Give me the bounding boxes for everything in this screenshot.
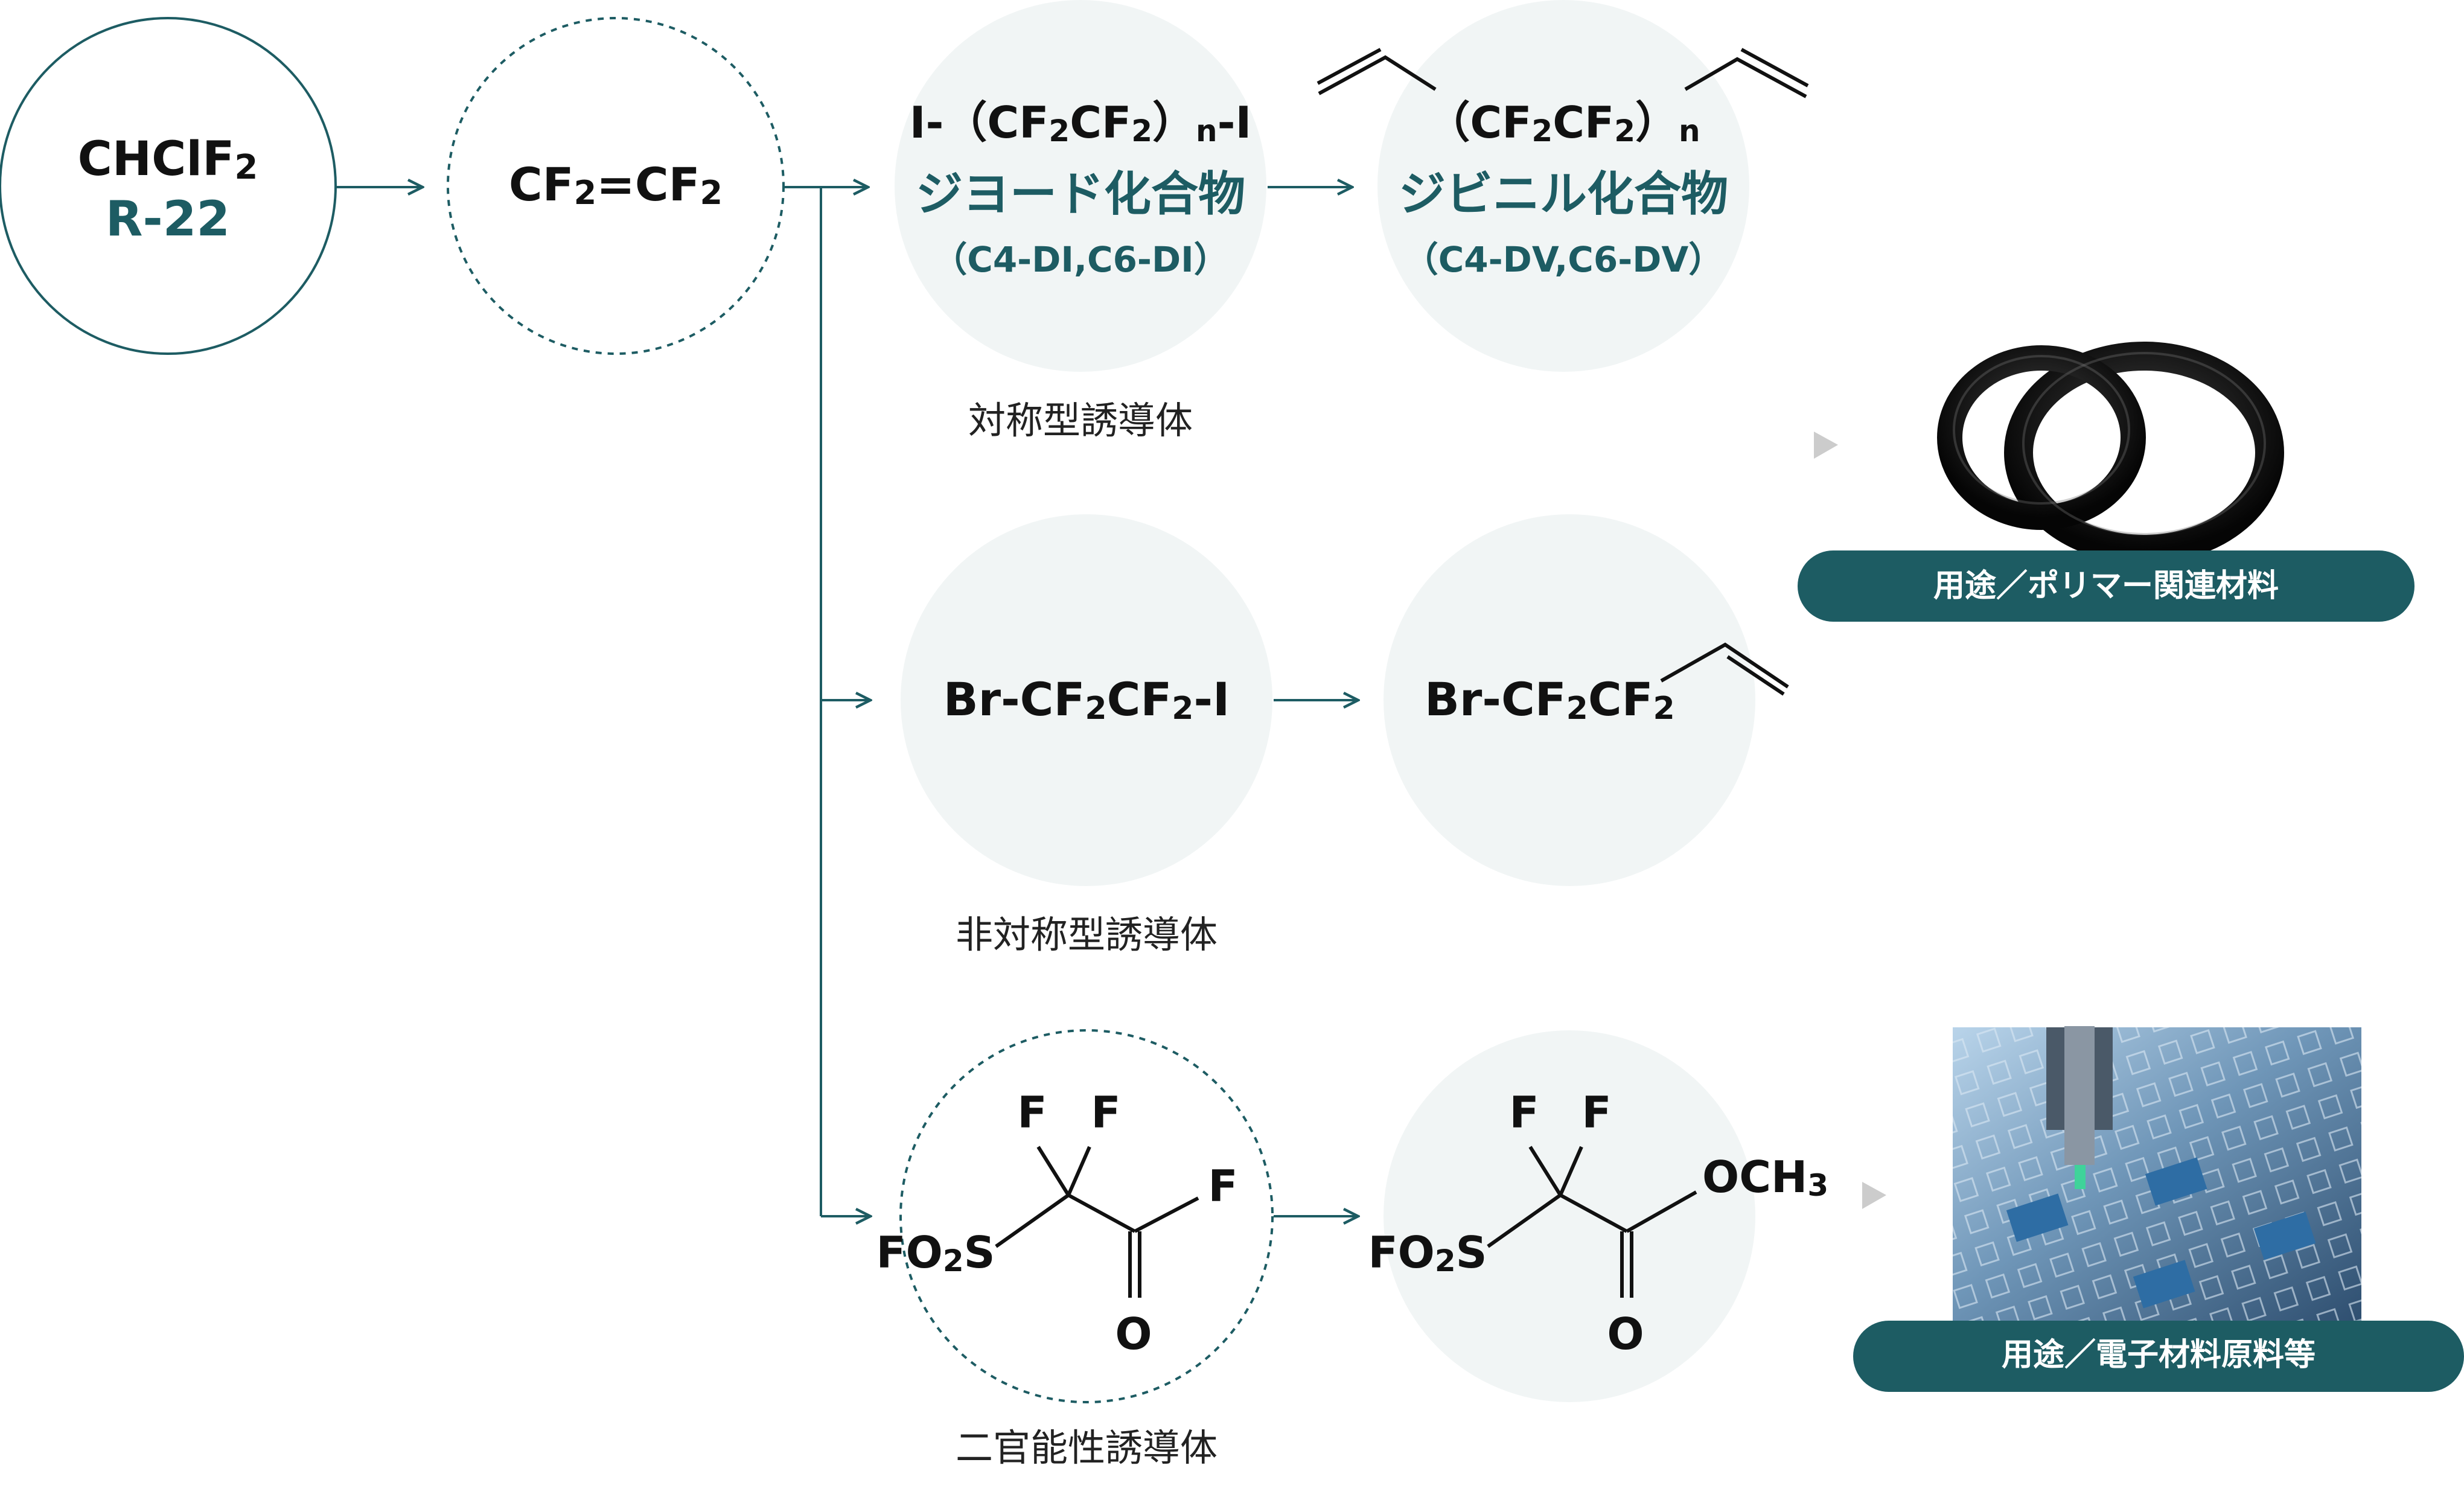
pointer-triangle-electronic bbox=[1862, 1182, 1886, 1209]
pointer-triangle-polymer bbox=[1814, 432, 1838, 459]
badge-polymer-label: 用途／ポリマー関連材料 bbox=[1933, 568, 2279, 604]
badge-polymer bbox=[1798, 550, 2415, 622]
divinyl-formula: （CF2CF2）n bbox=[1426, 97, 1700, 148]
divinyl-codes: （C4-DV,C6-DV） bbox=[1403, 239, 1724, 280]
svg-text:F: F bbox=[1017, 1087, 1047, 1138]
acyl-fluoride-structure: F F F FO2S O bbox=[876, 1087, 1237, 1359]
bromovinyl-circle bbox=[1384, 514, 1755, 886]
caption-bifunctional: 二官能性誘導体 bbox=[956, 1426, 1218, 1470]
diiodo-codes: （C4-DI,C6-DI） bbox=[932, 239, 1228, 280]
svg-text:OCH3: OCH3 bbox=[1702, 1152, 1828, 1203]
bromoiodo-circle bbox=[901, 514, 1272, 886]
divinyl-right-vinyl bbox=[1684, 48, 1809, 98]
svg-text:FO2S: FO2S bbox=[1368, 1227, 1487, 1278]
diiodo-circle bbox=[895, 0, 1266, 372]
acyl-fluoride-circle bbox=[899, 1029, 1274, 1403]
bromovinyl-vinyl bbox=[1660, 642, 1789, 696]
svg-text:O: O bbox=[1115, 1309, 1152, 1359]
divinyl-left-vinyl bbox=[1317, 48, 1437, 95]
diiodo-formula: I-（CF2CF2）n-I bbox=[910, 97, 1252, 148]
svg-text:F: F bbox=[1091, 1087, 1120, 1138]
bromovinyl-formula: Br-CF2CF2 bbox=[1425, 672, 1675, 727]
badge-electronic-label: 用途／電子材料原料等 bbox=[2002, 1337, 2316, 1373]
badge-electronic bbox=[1853, 1321, 2464, 1392]
tfe-formula: CF2=CF2 bbox=[509, 158, 723, 212]
svg-text:F: F bbox=[1581, 1087, 1611, 1138]
semiconductor-photo bbox=[1953, 1026, 2361, 1329]
svg-text:FO2S: FO2S bbox=[876, 1227, 995, 1278]
o-ring-photo bbox=[1937, 342, 2284, 564]
ester-circle bbox=[1384, 1030, 1755, 1402]
bromoiodo-formula: Br-CF2CF2-I bbox=[943, 672, 1230, 727]
ester-structure: F F OCH3 FO2S O bbox=[1368, 1087, 1828, 1359]
svg-text:F: F bbox=[1208, 1161, 1237, 1211]
r22-formula: CHClF2 bbox=[78, 132, 258, 187]
caption-asymmetric: 非対称型誘導体 bbox=[956, 913, 1218, 957]
caption-symmetric: 対称型誘導体 bbox=[968, 398, 1193, 442]
svg-text:O: O bbox=[1607, 1309, 1644, 1359]
divinyl-circle bbox=[1377, 0, 1749, 372]
diiodo-name: ジヨード化合物 bbox=[916, 167, 1245, 222]
r22-code: R-22 bbox=[106, 191, 230, 247]
svg-text:F: F bbox=[1509, 1087, 1539, 1138]
divinyl-name: ジビニル化合物 bbox=[1399, 167, 1728, 222]
